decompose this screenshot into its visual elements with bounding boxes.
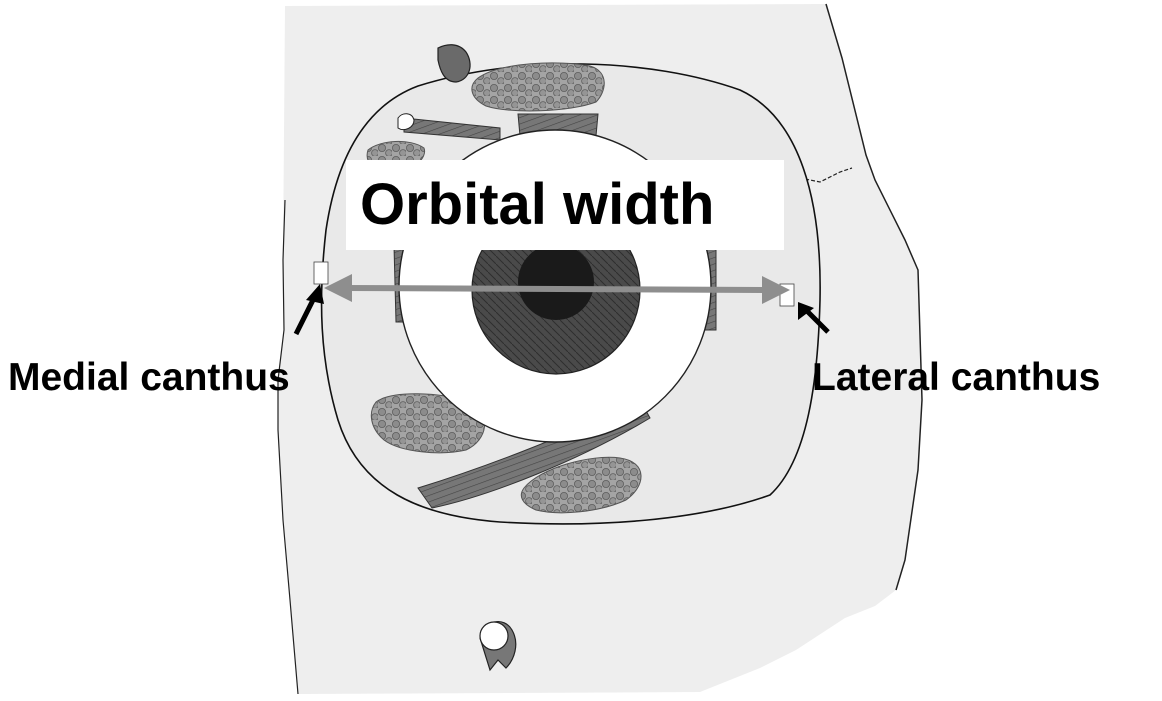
lateral-canthus-label: Lateral canthus xyxy=(812,358,1100,397)
infraorbital-foramen xyxy=(480,622,508,650)
medial-canthus-label: Medial canthus xyxy=(8,358,290,397)
orbital-width-label: Orbital width xyxy=(360,176,714,234)
medial-canthal-tendon xyxy=(314,262,328,284)
pupil xyxy=(518,244,594,320)
